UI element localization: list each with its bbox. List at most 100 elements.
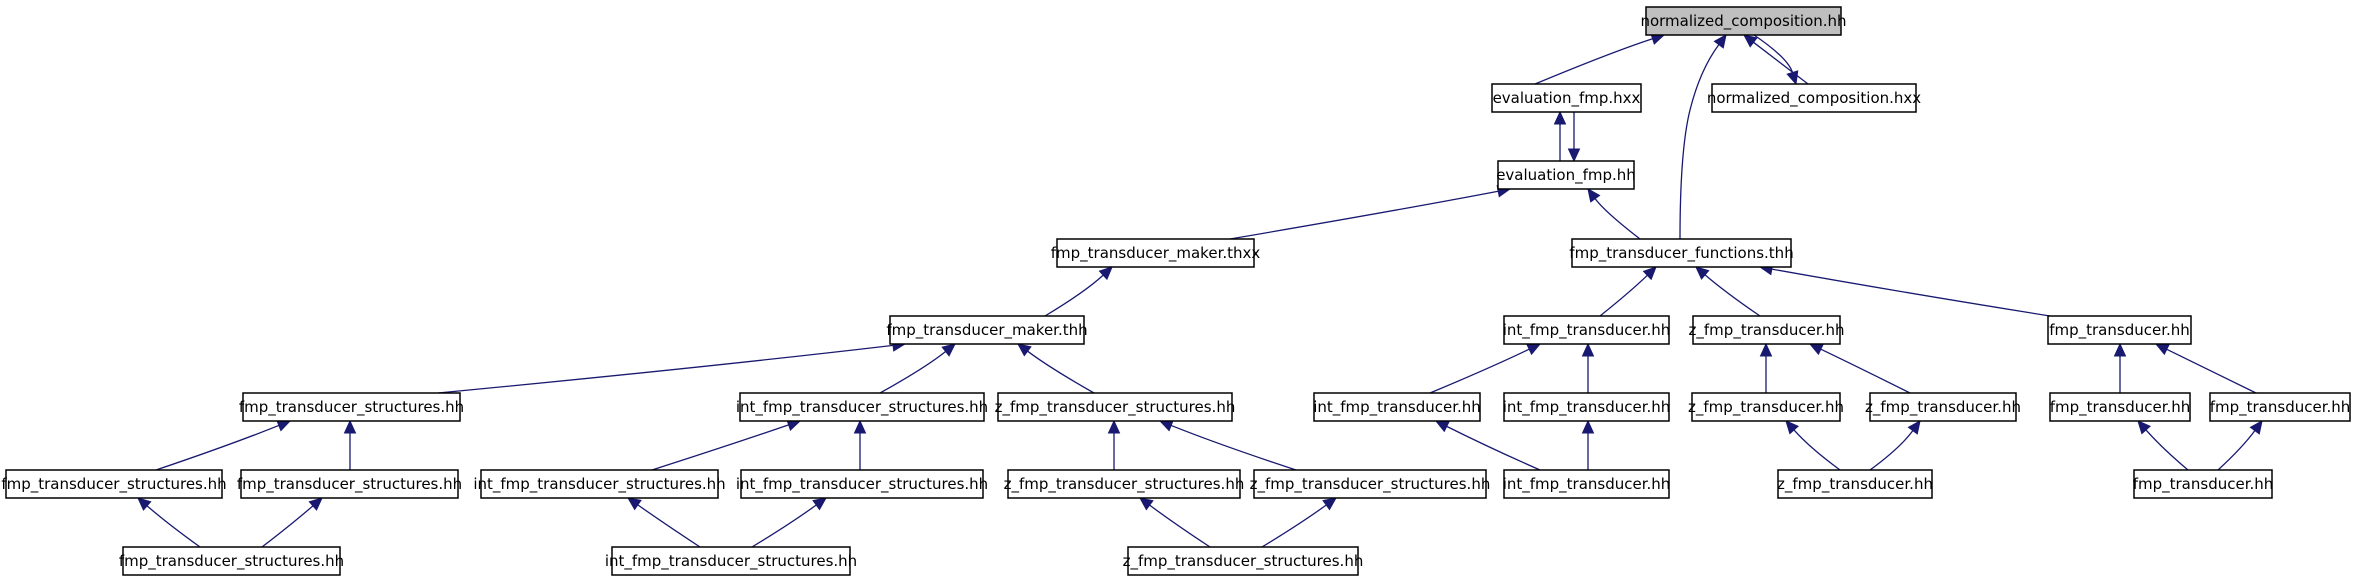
node-box[interactable] — [739, 392, 985, 422]
graph-node[interactable]: evaluation_fmp.hxx — [1491, 83, 1642, 113]
graph-node[interactable]: z_fmp_transducer_structures.hh — [1123, 546, 1364, 576]
graph-node[interactable]: fmp_transducer.hh — [2209, 392, 2351, 422]
node-box[interactable] — [740, 469, 984, 499]
arrowhead — [1713, 34, 1727, 49]
node-label: fmp_transducer_structures.hh — [119, 552, 344, 571]
graph-node[interactable]: int_fmp_transducer_structures.hh — [736, 469, 988, 499]
node-box[interactable] — [1503, 469, 1670, 499]
arrowhead — [308, 497, 323, 511]
node-box[interactable] — [1491, 83, 1642, 113]
graph-node[interactable]: fmp_transducer_functions.thh — [1569, 238, 1794, 268]
node-box[interactable] — [1503, 315, 1670, 345]
edge-n10-to-n6 — [437, 339, 907, 394]
edge-n9-to-n5 — [1758, 263, 2051, 317]
graph-node[interactable]: int_fmp_transducer.hh — [1503, 315, 1671, 345]
arrowhead — [1139, 497, 1154, 511]
arrowhead — [276, 419, 292, 432]
node-box[interactable] — [2209, 392, 2351, 422]
edge-n17-to-n9 — [2113, 342, 2127, 394]
edge-line — [155, 424, 280, 471]
node-box[interactable] — [997, 392, 1233, 422]
node-label: z_fmp_transducer.hh — [1865, 398, 2021, 417]
nodes-layer: normalized_composition.hh evaluation_fmp.… — [1, 6, 2351, 576]
node-label: fmp_transducer_structures.hh — [239, 398, 464, 417]
node-box[interactable] — [1692, 315, 1841, 345]
graph-node[interactable]: z_fmp_transducer_structures.hh — [1250, 469, 1491, 499]
arrowhead — [1526, 343, 1542, 356]
edge-line — [1534, 38, 1653, 85]
node-box[interactable] — [242, 392, 461, 422]
graph-node[interactable]: fmp_transducer_structures.hh — [239, 392, 464, 422]
arrowhead — [1158, 419, 1174, 432]
edge-n30-to-n23 — [1139, 497, 1211, 548]
graph-node[interactable]: normalized_composition.hxx — [1707, 83, 1921, 113]
node-box[interactable] — [1711, 83, 1917, 113]
edge-line — [1594, 198, 1641, 240]
graph-node[interactable]: fmp_transducer_structures.hh — [1, 469, 227, 499]
node-box[interactable] — [1056, 238, 1255, 268]
graph-node[interactable]: fmp_transducer_maker.thxx — [1051, 238, 1261, 268]
graph-node[interactable]: int_fmp_transducer.hh — [1503, 392, 1671, 422]
graph-node[interactable]: z_fmp_transducer.hh — [1865, 392, 2021, 422]
node-box[interactable] — [1253, 469, 1487, 499]
graph-node[interactable]: fmp_transducer_structures.hh — [237, 469, 462, 499]
graph-node[interactable]: fmp_transducer.hh — [2133, 469, 2274, 499]
edge-line — [1429, 348, 1530, 394]
node-label: int_fmp_transducer_structures.hh — [736, 398, 988, 417]
graph-node[interactable]: evaluation_fmp.hh — [1496, 160, 1636, 190]
node-box[interactable] — [1497, 160, 1635, 190]
graph-node[interactable]: z_fmp_transducer_structures.hh — [1004, 469, 1245, 499]
node-box[interactable] — [240, 469, 459, 499]
graph-node[interactable]: z_fmp_transducer.hh — [1689, 315, 1845, 345]
node-label: evaluation_fmp.hxx — [1493, 89, 1641, 108]
graph-node[interactable]: fmp_transducer_maker.thh — [886, 315, 1088, 345]
graph-node[interactable]: int_fmp_transducer_structures.hh — [473, 469, 726, 499]
node-label: fmp_transducer.hh — [2050, 398, 2191, 417]
graph-node[interactable]: fmp_transducer_structures.hh — [119, 546, 344, 576]
node-box[interactable] — [1007, 469, 1241, 499]
node-label: int_fmp_transducer.hh — [1503, 475, 1671, 494]
root-node[interactable]: normalized_composition.hh — [1640, 6, 1847, 36]
arrowhead — [2113, 342, 2127, 357]
node-box[interactable] — [611, 546, 851, 576]
node-box[interactable] — [1645, 6, 1842, 36]
node-label: fmp_transducer_functions.thh — [1569, 244, 1793, 263]
edge-line — [1261, 504, 1327, 548]
node-box[interactable] — [1313, 392, 1481, 422]
arrowhead — [1434, 420, 1450, 433]
node-box[interactable] — [1691, 392, 1841, 422]
graph-node[interactable]: z_fmp_transducer_structures.hh — [995, 392, 1236, 422]
node-box[interactable] — [5, 469, 223, 499]
graph-node[interactable]: int_fmp_transducer.hh — [1313, 392, 1481, 422]
graph-node[interactable]: z_fmp_transducer.hh — [1777, 469, 1933, 499]
node-box[interactable] — [2047, 315, 2192, 345]
arrowhead — [1808, 343, 1824, 356]
node-box[interactable] — [889, 315, 1085, 345]
edge-line — [1149, 504, 1211, 548]
node-box[interactable] — [1571, 238, 1792, 268]
edge-n18-to-n9 — [2154, 343, 2257, 394]
graph-node[interactable]: int_fmp_transducer_structures.hh — [605, 546, 857, 576]
node-box[interactable] — [122, 546, 341, 576]
arrowhead — [1587, 188, 1601, 203]
node-box[interactable] — [1869, 392, 2017, 422]
edge-line — [1229, 190, 1499, 240]
node-box[interactable] — [480, 469, 719, 499]
graph-node[interactable]: int_fmp_transducer_structures.hh — [736, 392, 988, 422]
node-box[interactable] — [2133, 469, 2273, 499]
arrowhead — [2137, 420, 2151, 435]
graph-node[interactable]: fmp_transducer.hh — [2047, 315, 2192, 345]
node-box[interactable] — [2049, 392, 2191, 422]
graph-node[interactable]: z_fmp_transducer.hh — [1688, 392, 1844, 422]
arrowhead — [1581, 342, 1595, 357]
graph-node[interactable]: fmp_transducer.hh — [2049, 392, 2191, 422]
edge-line — [1599, 274, 1648, 317]
graph-node[interactable]: int_fmp_transducer.hh — [1503, 469, 1671, 499]
node-box[interactable] — [1777, 469, 1933, 499]
edge-line — [1869, 430, 1914, 471]
edge-n21-to-n11 — [651, 419, 802, 471]
node-box[interactable] — [1127, 546, 1359, 576]
arrowhead — [1695, 266, 1710, 280]
node-box[interactable] — [1503, 392, 1670, 422]
